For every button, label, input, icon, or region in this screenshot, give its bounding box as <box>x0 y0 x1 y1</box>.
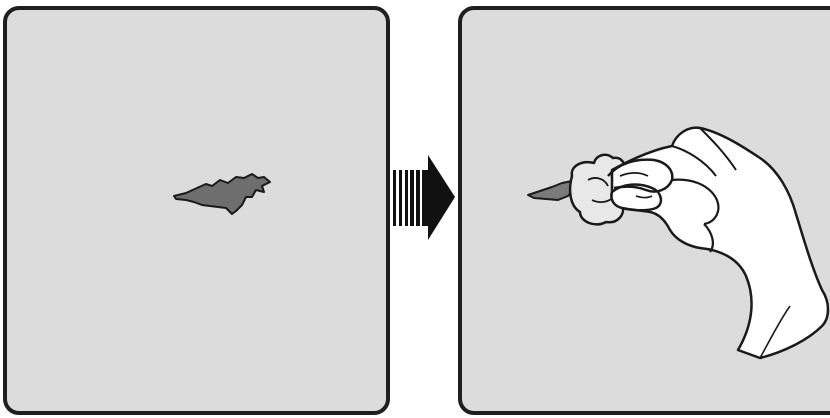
right-arrow-icon <box>393 155 455 240</box>
hand-wiping-cloth-icon <box>568 126 830 360</box>
stain-icon <box>173 173 271 215</box>
panel-before <box>3 6 390 415</box>
